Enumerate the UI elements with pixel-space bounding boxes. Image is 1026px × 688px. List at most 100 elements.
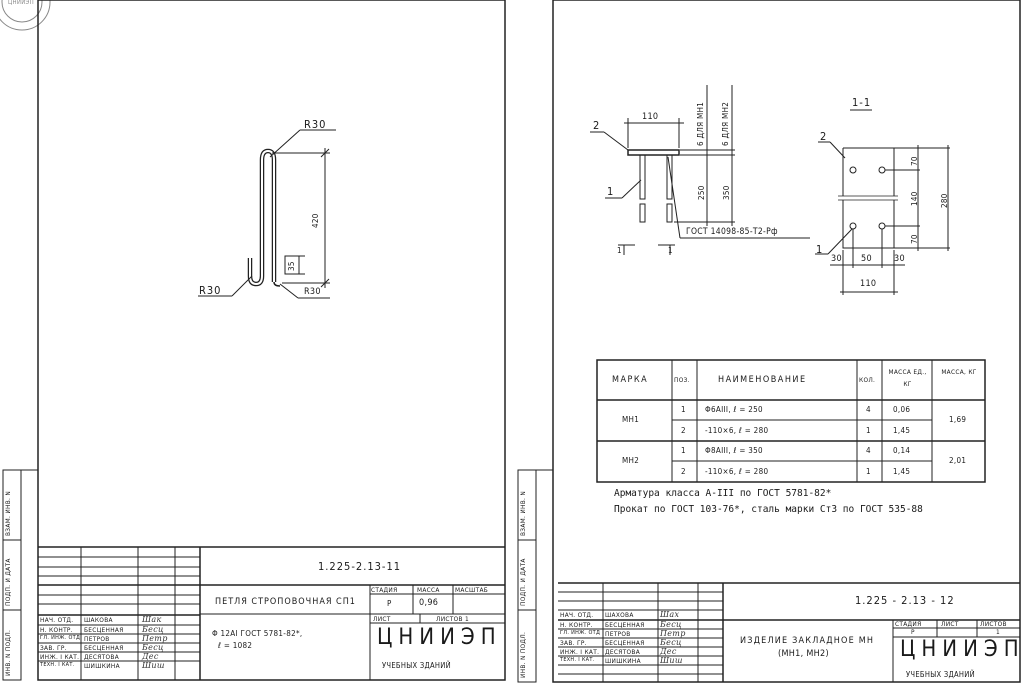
spec-table-grid bbox=[596, 359, 986, 483]
dimension-label: 35 bbox=[287, 261, 296, 271]
signature-mark: Бесц bbox=[142, 643, 164, 652]
position-label: 2 bbox=[593, 119, 601, 132]
signature-mark: Бесц bbox=[660, 638, 682, 647]
side-strip-label: ПОДП. И ДАТА bbox=[519, 558, 527, 606]
table-cell-mark: МН1 bbox=[622, 415, 640, 424]
sheet-label: ЛИСТ bbox=[373, 615, 391, 623]
signature-name: ШИШКИНА bbox=[605, 657, 641, 665]
signature-role: Н. КОНТР. bbox=[40, 626, 73, 634]
signature-mark: Бесц bbox=[660, 620, 682, 629]
signature-mark: Шах bbox=[660, 610, 680, 619]
table-header: КОЛ. bbox=[859, 376, 876, 384]
dimension-label: 110 bbox=[860, 279, 877, 289]
dimension-label: 30 bbox=[894, 254, 905, 264]
mass-header: МАССА bbox=[417, 586, 440, 594]
signature-name: БЕСЦЕННАЯ bbox=[84, 644, 124, 652]
signature-mark: Дес bbox=[660, 647, 677, 656]
table-cell-qty: 4 bbox=[866, 446, 871, 455]
signature-name: БЕСЦЕННАЯ bbox=[605, 621, 645, 629]
position-label: 1 bbox=[816, 243, 824, 256]
radius-label: R30 bbox=[304, 287, 321, 297]
material-spec: Φ 12AI ГОСТ 5781-82*, bbox=[212, 629, 303, 638]
side-strip-label: ВЗАМ. ИНВ. N bbox=[519, 491, 527, 536]
table-header: НАИМЕНОВАНИЕ bbox=[718, 375, 807, 385]
dimension-label: 70 bbox=[910, 234, 919, 244]
dimension-label: 30 bbox=[831, 254, 842, 264]
sheets-value: 1 bbox=[996, 628, 1001, 636]
section-title: 1-1 bbox=[852, 96, 872, 109]
doc-number: 1.225 - 2.13 - 12 bbox=[855, 594, 955, 607]
signature-name: ДЕСЯТОВА bbox=[605, 648, 640, 656]
table-cell-name: Φ6AIII, ℓ = 250 bbox=[705, 405, 763, 414]
drawing-title: ПЕТЛЯ СТРОПОВОЧНАЯ СП1 bbox=[215, 597, 356, 607]
table-cell-name: -110×6, ℓ = 280 bbox=[705, 467, 769, 476]
radius-label: R30 bbox=[304, 118, 327, 131]
side-strip-label: ИНВ. N ПОДЛ. bbox=[4, 629, 12, 676]
dimension-label: 280 bbox=[940, 193, 949, 208]
org-subtitle: УЧЕБНЫХ ЗДАНИЙ bbox=[906, 670, 976, 679]
signature-mark: Бесц bbox=[142, 625, 164, 634]
signature-role: ЗАВ. ГР. bbox=[40, 644, 67, 652]
signature-name: ПЕТРОВ bbox=[605, 630, 631, 638]
seal-text: ЦНИИЭП bbox=[8, 0, 34, 6]
position-label: 1 bbox=[607, 185, 615, 198]
signature-role: ИНЖ. I КАТ. bbox=[40, 653, 80, 661]
right-title-block-grid bbox=[558, 582, 1020, 682]
table-cell-qty: 1 bbox=[866, 426, 871, 435]
signature-mark: Дес bbox=[142, 652, 159, 661]
table-header: МАССА, КГ bbox=[941, 368, 977, 376]
dimension-label: 250 bbox=[697, 185, 706, 200]
table-cell-qty: 1 bbox=[866, 467, 871, 476]
right-sheet-frame bbox=[552, 0, 1021, 683]
org-subtitle: УЧЕБНЫХ ЗДАНИЙ bbox=[382, 661, 452, 670]
signature-role: НАЧ. ОТД. bbox=[40, 616, 74, 624]
table-cell-total: 1,69 bbox=[949, 415, 967, 424]
dimension-label: 6 ДЛЯ МН2 bbox=[721, 101, 730, 146]
table-header: МАССА ЕД., КГ bbox=[888, 368, 927, 388]
mass-value: 0,96 bbox=[419, 598, 439, 608]
left-title-block-grid bbox=[38, 546, 505, 680]
table-cell-unit-mass: 1,45 bbox=[893, 467, 911, 476]
signature-name: БЕСЦЕННАЯ bbox=[84, 626, 124, 634]
right-side-strip bbox=[517, 469, 537, 683]
signature-mark: Петр bbox=[142, 634, 168, 643]
weld-note: ГОСТ 14098-85-Т2-Рф bbox=[686, 227, 778, 237]
signature-name: ДЕСЯТОВА bbox=[84, 653, 119, 661]
radius-label: R30 bbox=[199, 284, 222, 297]
signature-role: ГЛ. ИНЖ. ОТД bbox=[40, 635, 81, 641]
org-logo: ЦНИИЭП bbox=[900, 637, 1025, 662]
left-sheet-frame bbox=[37, 0, 506, 681]
signature-name: ПЕТРОВ bbox=[84, 635, 110, 643]
table-cell-unit-mass: 0,06 bbox=[893, 405, 911, 414]
signature-role: ГЛ. ИНЖ. ОТД bbox=[560, 630, 601, 636]
table-cell-qty: 4 bbox=[866, 405, 871, 414]
signature-role: НАЧ. ОТД. bbox=[560, 611, 594, 619]
sheet-header: ЛИСТ bbox=[941, 620, 959, 628]
drawing-title: ИЗДЕЛИЕ ЗАКЛАДНОЕ МН bbox=[740, 636, 875, 646]
table-cell-name: -110×6, ℓ = 280 bbox=[705, 426, 769, 435]
section-mark: 1 bbox=[668, 246, 673, 255]
signature-role: ИНЖ. I КАТ. bbox=[560, 648, 600, 656]
stage-value: Р bbox=[911, 628, 915, 636]
dimension-label: 350 bbox=[722, 185, 731, 200]
table-cell-total: 2,01 bbox=[949, 456, 967, 465]
side-strip-label: ПОДП. И ДАТА bbox=[4, 558, 12, 606]
table-cell-mark: МН2 bbox=[622, 456, 640, 465]
material-length: ℓ = 1082 bbox=[218, 641, 253, 650]
position-label: 2 bbox=[820, 130, 828, 143]
dimension-label: 6 ДЛЯ МН1 bbox=[696, 101, 705, 146]
signature-mark: Шиш bbox=[142, 661, 165, 670]
sheets-header: ЛИСТОВ bbox=[980, 620, 1007, 628]
sheets-label: ЛИСТОВ 1 bbox=[436, 615, 470, 623]
section-mark: 1 bbox=[617, 246, 622, 255]
signature-name: ШАХОВА bbox=[605, 611, 634, 619]
stage-header: СТАДИЯ bbox=[371, 586, 398, 594]
signature-role: Н. КОНТР. bbox=[560, 621, 593, 629]
table-header: МАРКА bbox=[612, 375, 649, 385]
signature-role: ЗАВ. ГР. bbox=[560, 639, 587, 647]
note-line: Арматура класса А-III по ГОСТ 5781-82* bbox=[614, 488, 832, 499]
signature-name: БЕСЦЕННАЯ bbox=[605, 639, 645, 647]
stage-header: СТАДИЯ bbox=[895, 620, 922, 628]
signature-name: ШАКОВА bbox=[84, 616, 113, 624]
